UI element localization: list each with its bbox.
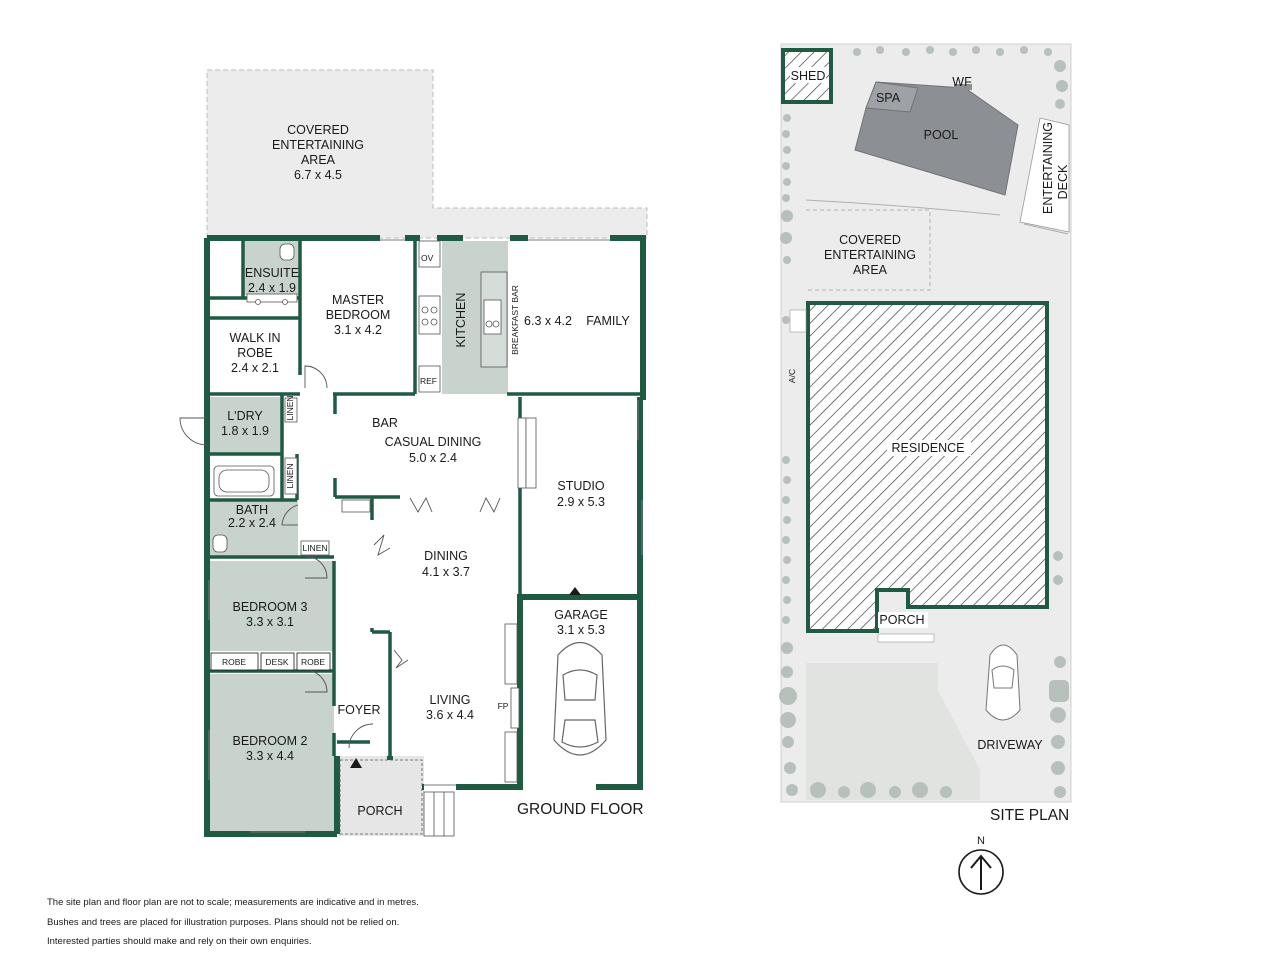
pool-label: POOL <box>924 128 959 142</box>
front-lawn <box>806 663 980 800</box>
bath-name: BATH <box>236 503 268 517</box>
ensuite-size: 2.4 x 1.9 <box>248 281 296 295</box>
windows <box>208 239 643 833</box>
entertaining-deck <box>1019 117 1070 233</box>
bedroom3-name: BEDROOM 3 <box>232 600 307 614</box>
bedroom2-size: 3.3 x 4.4 <box>246 749 294 763</box>
oven-label: OV <box>421 253 434 263</box>
deck-label-2: DECK <box>1056 164 1070 199</box>
disclaimer-line-1: The site plan and floor plan are not to … <box>47 897 419 908</box>
bedroom3-floor <box>210 561 334 651</box>
casual-dining-name: CASUAL DINING <box>385 435 482 449</box>
master-bedroom-line2: BEDROOM <box>326 308 391 322</box>
kitchen-name: KITCHEN <box>454 293 468 348</box>
covered-entertaining-area <box>206 69 648 239</box>
family-name: FAMILY <box>586 314 630 328</box>
garage-name: GARAGE <box>554 608 608 622</box>
linen-label-1: LINEN <box>285 395 295 420</box>
breakfast-bar-label: BREAKFAST BAR <box>510 285 520 355</box>
walk-in-robe-size: 2.4 x 2.1 <box>231 361 279 375</box>
residence <box>806 301 1049 633</box>
water-feature <box>954 84 972 90</box>
dining-name: DINING <box>424 549 468 563</box>
door-swings <box>179 365 501 749</box>
wf-label: WF <box>952 75 972 89</box>
bedroom2-floor <box>210 674 334 831</box>
bedroom2-name: BEDROOM 2 <box>232 734 307 748</box>
site-covered-line3: AREA <box>853 263 888 277</box>
deck-label-1: ENTERTAINING <box>1041 122 1055 214</box>
north-arrow-icon: N <box>958 835 1004 895</box>
garage-size: 3.1 x 5.3 <box>557 623 605 637</box>
bedroom3-built-ins <box>210 652 331 671</box>
spa <box>865 81 919 113</box>
master-bedroom-size: 3.1 x 4.2 <box>334 323 382 337</box>
laundry-floor <box>210 397 282 454</box>
ensuite-name: ENSUITE <box>245 266 299 280</box>
foyer-label: FOYER <box>337 703 380 717</box>
site-covered-line1: COVERED <box>839 233 901 247</box>
fireplace-label: FP <box>498 701 509 711</box>
walk-in-robe-line1: WALK IN <box>230 331 281 345</box>
shed-label: SHED <box>791 69 826 83</box>
studio-name: STUDIO <box>557 479 605 493</box>
living-size: 3.6 x 4.4 <box>426 708 474 722</box>
bedroom3-robe-b: ROBE <box>301 657 325 667</box>
site-plan-labels: SHED SPA WF POOL ENTERTAINING DECK COVER… <box>787 69 1070 824</box>
linen-label-2: LINEN <box>285 463 295 488</box>
ground-floor-title: GROUND FLOOR <box>517 801 644 818</box>
bar-label: BAR <box>372 416 398 430</box>
master-bedroom-line1: MASTER <box>332 293 384 307</box>
site-covered-entertaining <box>806 209 931 291</box>
disclaimer: The site plan and floor plan are not to … <box>47 893 419 952</box>
covered-area-line3: AREA <box>301 153 336 167</box>
family-size: 6.3 x 4.2 <box>524 314 572 328</box>
covered-area-size: 6.7 x 4.5 <box>294 168 342 182</box>
residence-label: RESIDENCE <box>892 441 965 455</box>
covered-area-line1: COVERED <box>287 123 349 137</box>
tree-icons <box>779 46 1069 798</box>
garage-arrow-icon <box>569 587 581 595</box>
living-name: LIVING <box>430 693 471 707</box>
casual-dining-size: 5.0 x 2.4 <box>409 451 457 465</box>
site-plan: SHED SPA WF POOL ENTERTAINING DECK COVER… <box>779 43 1072 895</box>
entry-arrow-icon <box>350 758 362 768</box>
bedroom3-robe-a: ROBE <box>222 657 246 667</box>
dining-size: 4.1 x 3.7 <box>422 565 470 579</box>
car-icon <box>553 641 607 756</box>
porch-label: PORCH <box>357 804 402 818</box>
floor-plan-labels: COVERED ENTERTAINING AREA 6.7 x 4.5 ENSU… <box>221 123 644 818</box>
laundry-size: 1.8 x 1.9 <box>221 424 269 438</box>
laundry-name: L'DRY <box>227 409 263 423</box>
floor-plan: COVERED ENTERTAINING AREA 6.7 x 4.5 ENSU… <box>179 69 648 837</box>
joinery <box>504 417 537 783</box>
bathroom-fittings <box>212 243 371 556</box>
spa-label: SPA <box>876 91 901 105</box>
disclaimer-line-3: Interested parties should make and rely … <box>47 936 312 947</box>
site-plan-title: SITE PLAN <box>990 807 1069 824</box>
kitchen-fittings <box>418 240 508 393</box>
walk-in-robe-line2: ROBE <box>237 346 272 360</box>
driveway-label: DRIVEWAY <box>977 738 1043 752</box>
site-covered-line2: ENTERTAINING <box>824 248 916 262</box>
ac-label: A/C <box>787 369 797 383</box>
covered-area-line2: ENTERTAINING <box>272 138 364 152</box>
studio-size: 2.9 x 5.3 <box>557 495 605 509</box>
porch-structure <box>339 587 581 837</box>
bath-size: 2.2 x 2.4 <box>228 516 276 530</box>
site-porch-label: PORCH <box>879 613 924 627</box>
bedroom3-desk: DESK <box>265 657 288 667</box>
linen-label-3: LINEN <box>302 543 327 553</box>
fridge-label: REF <box>420 376 437 386</box>
driveway-car-icon <box>985 644 1021 721</box>
north-label: N <box>977 835 985 847</box>
bedroom3-size: 3.3 x 3.1 <box>246 615 294 629</box>
disclaimer-line-2: Bushes and trees are placed for illustra… <box>47 916 400 928</box>
